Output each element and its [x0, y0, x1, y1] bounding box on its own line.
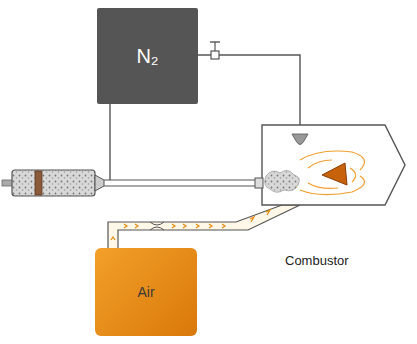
nitrogen-tank: N₂	[97, 8, 198, 104]
valve-symbol	[210, 42, 220, 59]
node-text: N₂	[136, 45, 158, 68]
air-duct	[108, 205, 300, 248]
node-text: Air	[137, 284, 154, 300]
air-tank: Air	[95, 248, 197, 336]
combustor-chamber	[255, 125, 405, 205]
part-label: Combustor	[283, 253, 351, 268]
powder-syringe	[2, 170, 104, 196]
feed-tube	[104, 180, 256, 186]
